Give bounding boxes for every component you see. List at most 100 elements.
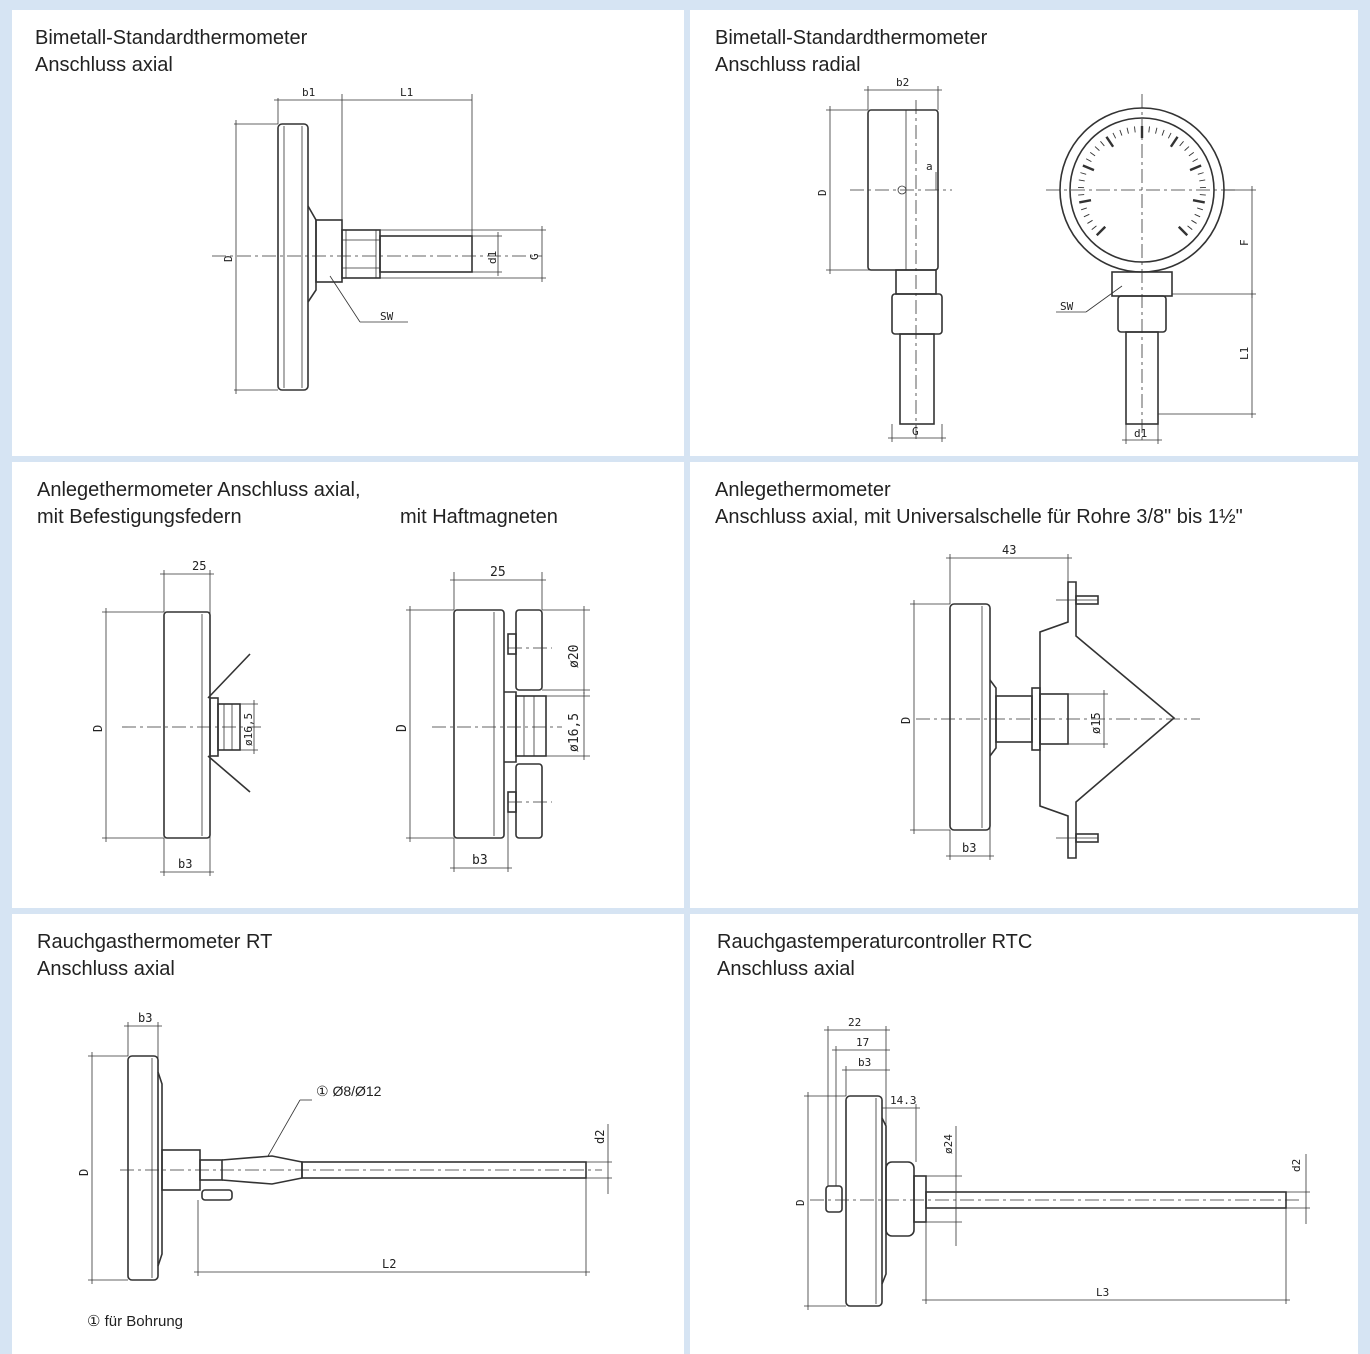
panel-flue-gas-thermometer: Rauchgasthermometer RT Anschluss axial b… <box>12 914 684 1354</box>
dim-dia165-right: ø16,5 <box>567 713 582 752</box>
panel-title: Anlegethermometer Anschluss axial, <box>37 479 361 501</box>
dim-d: D <box>77 1169 91 1176</box>
panel-flue-gas-controller: Rauchgastemperaturcontroller RTC Anschlu… <box>690 914 1358 1354</box>
panel-title: Rauchgasthermometer RT <box>37 931 273 953</box>
dim-b1: b1 <box>302 86 315 99</box>
callout-bore: ① Ø8/Ø12 <box>316 1083 382 1099</box>
dim-g: G <box>528 253 541 260</box>
drawing-clamp-thermometer: 25 D ø16,5 b3 <box>91 559 590 876</box>
dial-tick <box>1126 127 1129 134</box>
dial-tick <box>1192 198 1206 204</box>
dial-tick <box>1197 207 1204 211</box>
drawing-bimetal-radial: b2 D a G F L1 <box>816 76 1256 444</box>
dial-tick <box>1083 213 1090 218</box>
dial-tick <box>1082 164 1095 172</box>
dial-tick <box>1078 179 1085 182</box>
panel-subtitle: Anschluss axial <box>37 958 175 980</box>
dim-g: G <box>912 425 919 438</box>
panel-subtitle-springs: mit Befestigungsfedern <box>37 506 242 528</box>
dial-tick <box>1161 129 1165 136</box>
dial-tick <box>1094 146 1100 151</box>
dim-b3: b3 <box>858 1056 871 1069</box>
dim-dia165-left: ø16,5 <box>242 713 255 746</box>
panel-universal-clamp: Anlegethermometer Anschluss axial, mit U… <box>690 462 1358 908</box>
dim-b3-right: b3 <box>472 853 488 868</box>
dial-tick <box>1191 219 1197 224</box>
dial-tick <box>1087 219 1093 224</box>
dial-tick <box>1169 136 1179 148</box>
dial-tick <box>1179 141 1184 147</box>
dim-25-left: 25 <box>192 559 206 573</box>
dial-tick <box>1119 129 1123 136</box>
dim-14-3: 14.3 <box>890 1094 917 1107</box>
dial-tick <box>1188 152 1195 157</box>
dim-l2: L2 <box>382 1257 396 1271</box>
dial-tick <box>1089 152 1096 157</box>
dial-tick <box>1080 207 1087 211</box>
dial-tick <box>1091 225 1097 230</box>
panel-title: Rauchgastemperaturcontroller RTC <box>717 931 1033 953</box>
dim-dia15: ø15 <box>1089 712 1103 734</box>
dial-tick <box>1197 172 1204 175</box>
dial-ticks <box>1078 126 1206 237</box>
dim-d-left: D <box>91 725 105 732</box>
panel-clamp-thermometer: Anlegethermometer Anschluss axial, mit B… <box>12 462 684 908</box>
dial-tick <box>1112 132 1117 139</box>
dial-tick <box>1177 225 1189 237</box>
dim-sw: SW <box>380 310 394 323</box>
dial-tick <box>1095 225 1107 237</box>
drawing-flue-gas-thermometer: b3 D d2 L2 ① Ø8/Ø12 <box>77 1011 612 1284</box>
dim-d: D <box>899 717 913 724</box>
dim-b3-left: b3 <box>178 857 192 871</box>
dim-b3: b3 <box>962 841 976 855</box>
drawing-bimetal-axial: b1 L1 D d1 G SW <box>212 86 546 394</box>
dim-d1: d1 <box>1134 427 1147 440</box>
dim-b2: b2 <box>896 76 909 89</box>
dial-tick <box>1184 146 1190 151</box>
dial-tick <box>1187 225 1193 230</box>
dim-d: D <box>816 189 829 196</box>
dim-d2: d2 <box>1290 1159 1303 1172</box>
dim-dia24: ø24 <box>942 1134 955 1154</box>
dim-sw: SW <box>1060 300 1074 313</box>
dim-d2: d2 <box>593 1130 607 1144</box>
dial-tick <box>1134 126 1136 133</box>
panel-subtitle: Anschluss axial <box>35 54 173 76</box>
dim-25-right: 25 <box>490 565 506 580</box>
panel-subtitle-magnets: mit Haftmagneten <box>400 506 558 528</box>
dim-dia20: ø20 <box>567 645 582 668</box>
dim-d1: d1 <box>486 251 499 264</box>
dim-43: 43 <box>1002 543 1016 557</box>
dial-tick <box>1078 198 1092 204</box>
dial-tick <box>1167 132 1172 139</box>
dim-l3: L3 <box>1096 1286 1109 1299</box>
footnote-bore: ① für Bohrung <box>87 1313 183 1330</box>
panel-title: Anlegethermometer <box>715 479 891 501</box>
dim-b3: b3 <box>138 1011 152 1025</box>
panel-title: Bimetall-Standardthermometer <box>35 27 308 49</box>
dim-d: D <box>794 1199 807 1206</box>
dim-a: a <box>926 160 933 173</box>
dial-tick <box>1085 158 1092 163</box>
dim-22: 22 <box>848 1016 861 1029</box>
dim-l1: L1 <box>400 86 413 99</box>
dial-tick <box>1192 158 1199 163</box>
dial-tick <box>1199 179 1206 182</box>
panel-bimetal-radial: Bimetall-Standardthermometer Anschluss r… <box>690 10 1358 456</box>
panel-subtitle: Anschluss axial <box>717 958 855 980</box>
dim-d-right: D <box>395 724 410 732</box>
panel-bimetal-axial: Bimetall-Standardthermometer Anschluss a… <box>12 10 684 456</box>
drawing-universal-clamp: 43 D ø15 b3 <box>899 543 1200 860</box>
panel-title: Bimetall-Standardthermometer <box>715 27 988 49</box>
dim-f: F <box>1238 239 1251 246</box>
dim-17: 17 <box>856 1036 869 1049</box>
dial-tick <box>1105 136 1115 148</box>
panel-subtitle: Anschluss axial, mit Universalschelle fü… <box>715 506 1243 528</box>
dim-l1: L1 <box>1238 347 1251 360</box>
dial-tick <box>1155 127 1158 134</box>
dial-tick <box>1080 172 1087 175</box>
dial-tick <box>1100 141 1105 147</box>
dial-tick <box>1148 126 1150 133</box>
dial-tick <box>1194 213 1201 218</box>
